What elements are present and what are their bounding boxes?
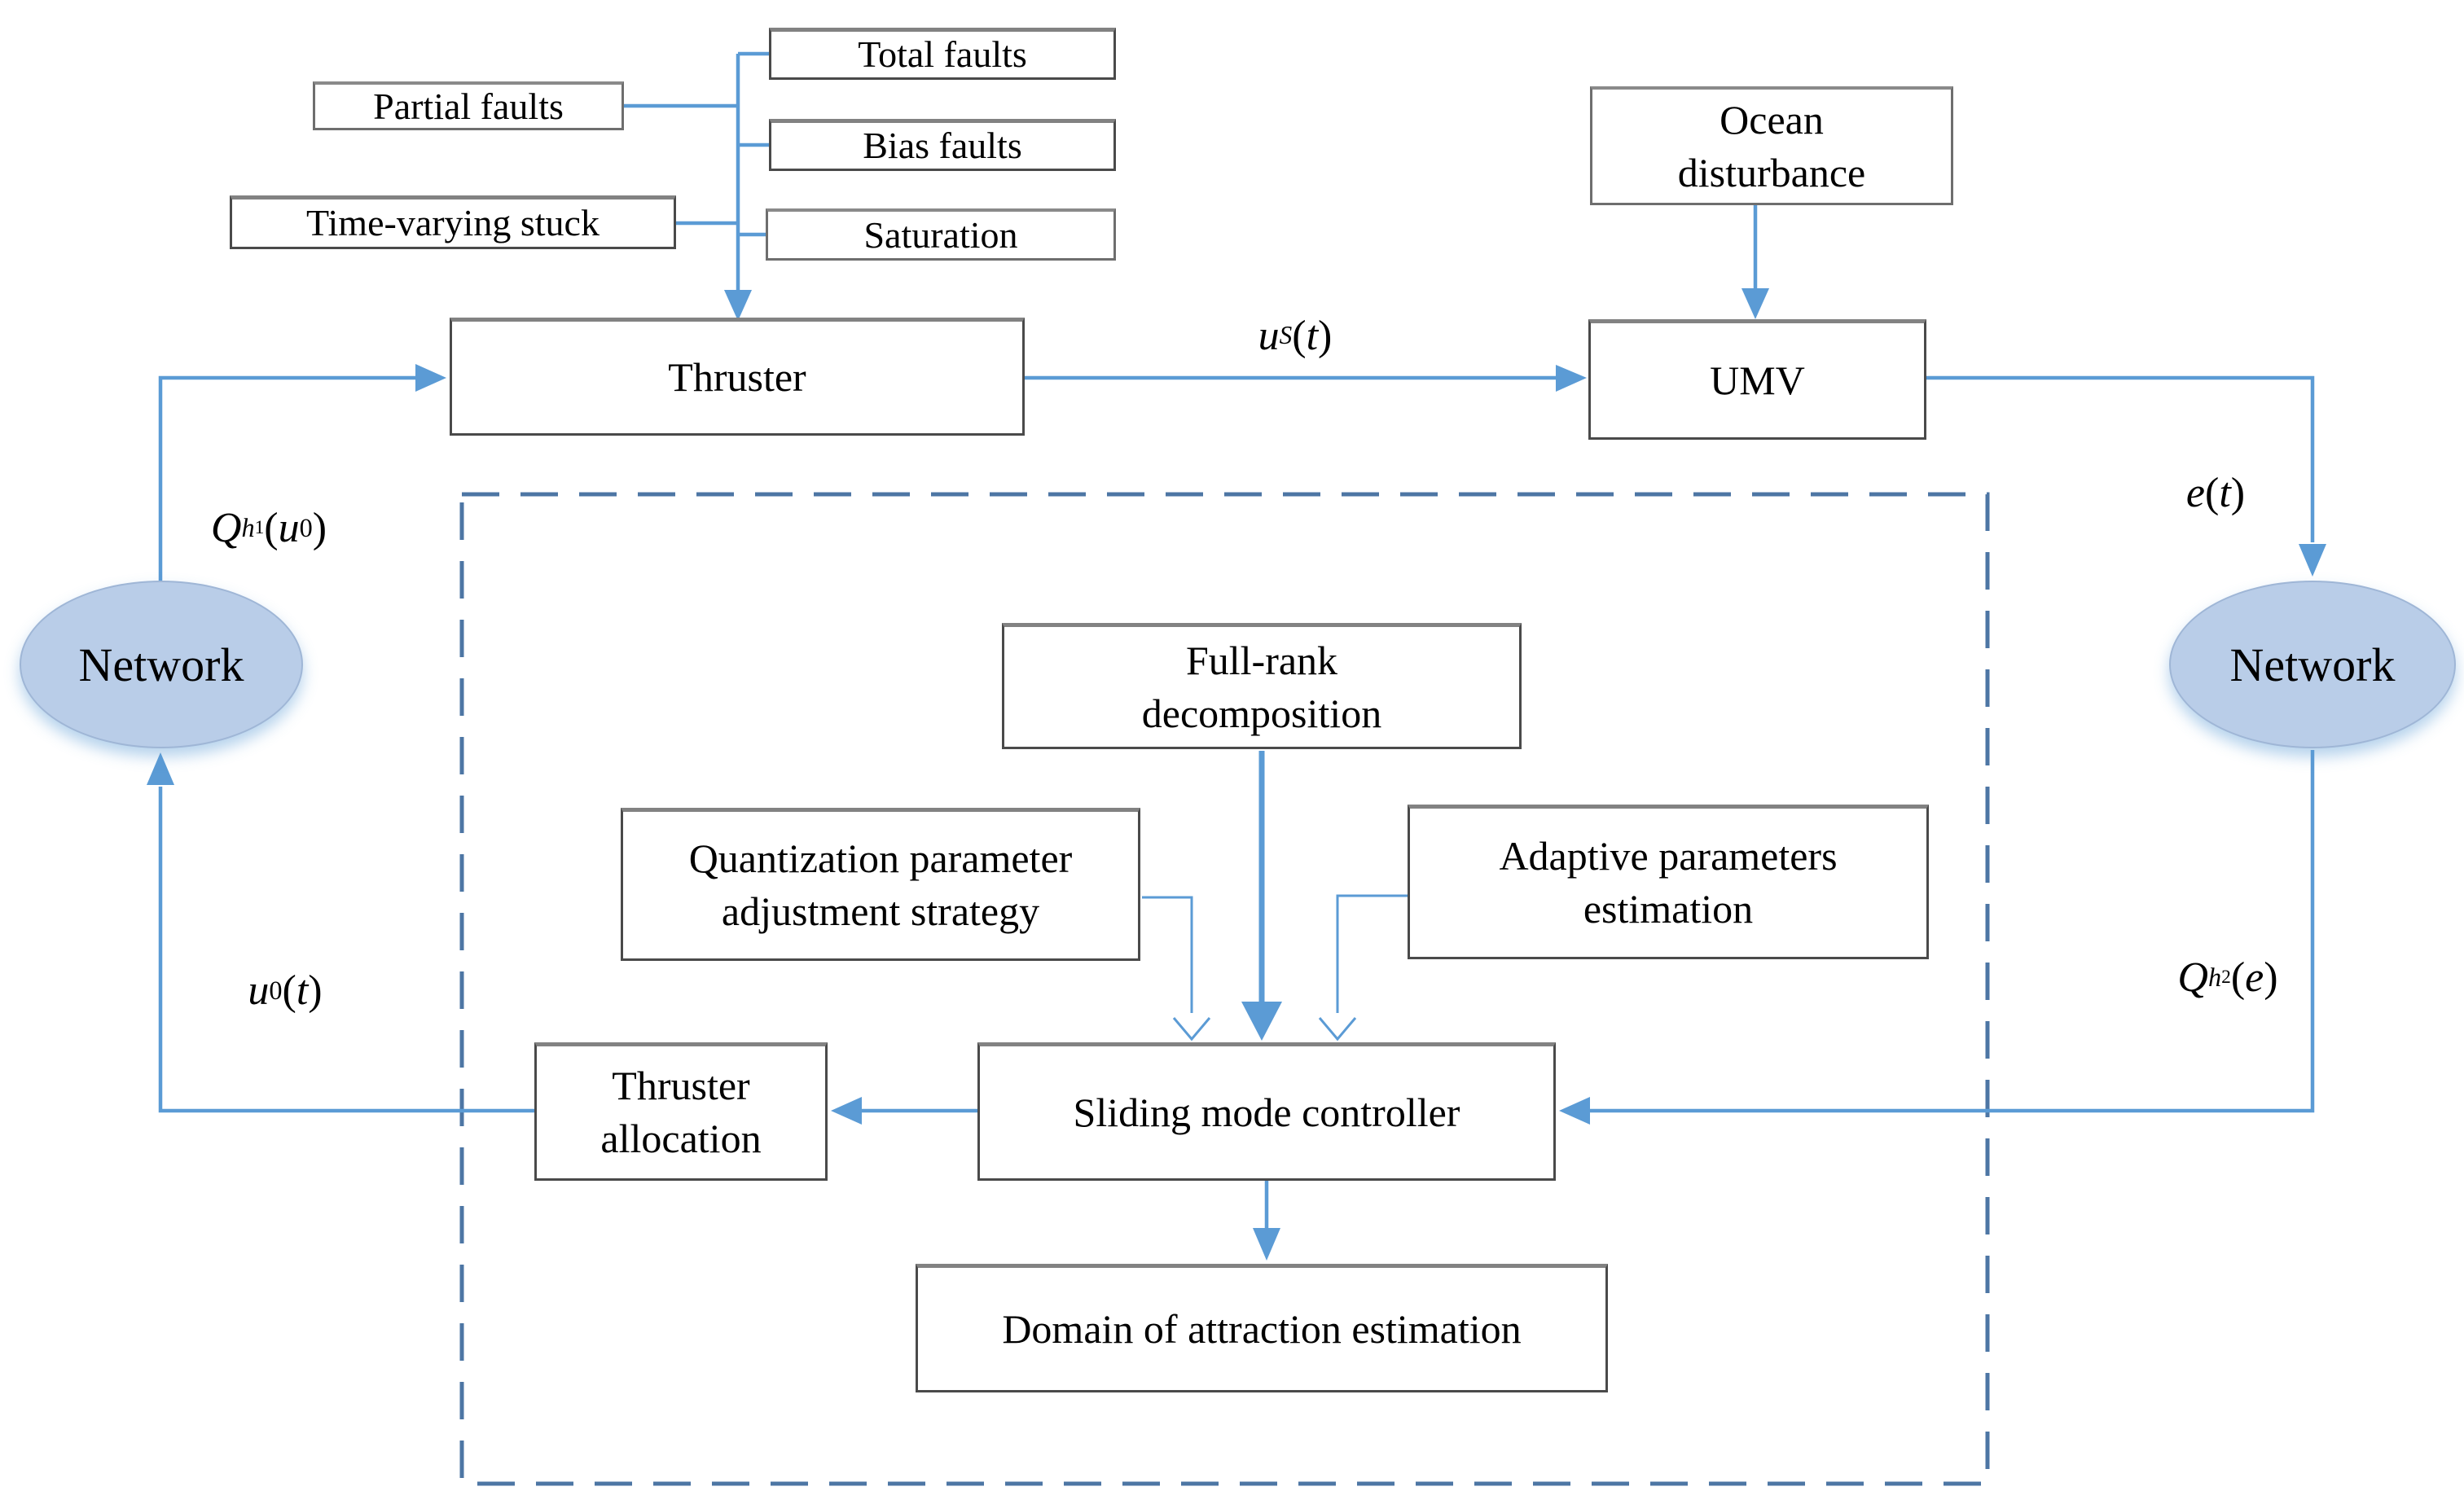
arrowheads	[147, 288, 2326, 1261]
connector-umv-to-network-right	[1926, 375, 2315, 542]
node-quantization-line2: adjustment strategy	[721, 888, 1040, 934]
node-bias-faults: Bias faults	[769, 119, 1116, 171]
node-network-left-label: Network	[78, 638, 244, 691]
connector-network-right-to-sliding	[1590, 750, 2315, 1113]
node-partial-faults-label: Partial faults	[373, 85, 564, 127]
arrowhead-into-thruster-top	[724, 290, 752, 321]
connector-lines	[158, 51, 2315, 1228]
node-network-right: Network	[2169, 581, 2456, 748]
arrowhead-into-sliding-right	[1559, 1097, 1590, 1125]
node-bias-faults-label: Bias faults	[863, 125, 1022, 167]
connector-adaptive-to-sliding	[1336, 894, 1408, 1013]
arrowhead-into-allocation-right	[831, 1097, 862, 1125]
node-umv: UMV	[1588, 319, 1926, 440]
node-sliding-label: Sliding mode controller	[1073, 1089, 1460, 1135]
node-adaptive-line1: Adaptive parameters	[1499, 833, 1838, 879]
arrowhead-into-domain-top	[1253, 1228, 1280, 1261]
arrowhead-fullrank-into-sliding	[1241, 1002, 1282, 1041]
arrowhead-into-network-right	[2299, 544, 2326, 577]
chevron-arrowheads	[1172, 1017, 1357, 1042]
arrowhead-into-thruster-left	[415, 364, 446, 392]
arrowhead-into-umv-left	[1556, 365, 1587, 392]
node-full-rank-line1: Full-rank	[1185, 637, 1338, 683]
node-partial-faults: Partial faults	[313, 81, 624, 130]
node-time-varying-stuck: Time-varying stuck	[230, 195, 676, 249]
node-ocean-disturbance-line2: disturbance	[1677, 149, 1866, 195]
node-ocean-disturbance: Ocean disturbance	[1590, 86, 1953, 205]
arrowhead-quantization-into-sliding	[1172, 1017, 1211, 1042]
node-sliding-mode-controller: Sliding mode controller	[977, 1042, 1556, 1181]
node-time-varying-stuck-label: Time-varying stuck	[306, 202, 600, 244]
node-quantization-line1: Quantization parameter	[688, 835, 1073, 881]
dashed-boundary-box	[459, 492, 1990, 1486]
connector-allocation-to-network-left	[158, 787, 534, 1113]
node-full-rank-line2: decomposition	[1141, 690, 1382, 736]
node-ocean-disturbance-line1: Ocean	[1720, 96, 1824, 143]
arrowhead-adaptive-into-sliding	[1318, 1017, 1357, 1042]
node-saturation-label: Saturation	[863, 213, 1018, 256]
node-thruster-allocation-line1: Thruster	[612, 1063, 750, 1108]
node-full-rank-decomposition: Full-rank decomposition	[1002, 623, 1522, 749]
arrowhead-into-umv-top	[1741, 288, 1769, 319]
node-network-left: Network	[20, 581, 303, 748]
node-saturation: Saturation	[766, 208, 1116, 261]
node-network-right-label: Network	[2229, 638, 2396, 691]
node-adaptive-line2: estimation	[1583, 886, 1754, 932]
node-total-faults: Total faults	[769, 28, 1116, 80]
connector-quantization-to-sliding	[1142, 896, 1193, 1013]
node-adaptive-parameters-estimation: Adaptive parameters estimation	[1408, 805, 1929, 959]
label-e-t: e(t)	[2185, 469, 2246, 516]
node-thruster-allocation: Thruster allocation	[534, 1042, 828, 1181]
node-thruster-label: Thruster	[668, 354, 806, 400]
node-total-faults-label: Total faults	[858, 33, 1027, 76]
node-domain-label: Domain of attraction estimation	[1002, 1305, 1522, 1352]
node-thruster: Thruster	[450, 318, 1025, 436]
node-quantization-parameter-adjustment: Quantization parameter adjustment strate…	[621, 808, 1140, 961]
node-domain-of-attraction: Domain of attraction estimation	[916, 1264, 1608, 1392]
node-thruster-allocation-line2: allocation	[600, 1116, 762, 1161]
node-umv-label: UMV	[1710, 357, 1805, 403]
arrowhead-into-network-left-bottom	[147, 752, 174, 785]
connector-network-left-to-thruster	[158, 375, 415, 581]
